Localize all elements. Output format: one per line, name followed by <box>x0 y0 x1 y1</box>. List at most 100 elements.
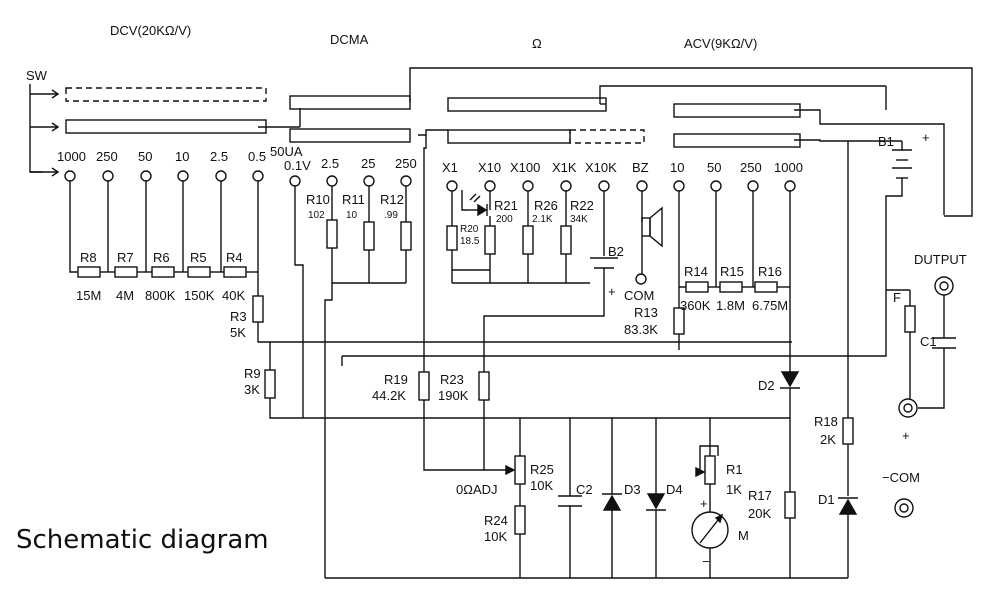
dcma-bar <box>289 128 411 143</box>
r10-name: R10 <box>306 192 330 207</box>
r7-name: R7 <box>117 250 134 265</box>
dcma-extra-label: 50UA <box>270 144 303 159</box>
d3-label: D3 <box>624 482 641 497</box>
r26-value: 2.1K <box>532 214 553 225</box>
d1-label: D1 <box>818 492 835 507</box>
ohm-bar-dashed <box>569 129 645 144</box>
r5-value: 150K <box>184 288 215 303</box>
r14-value: 360K <box>680 298 711 313</box>
b1-label: B1 <box>878 134 894 149</box>
r7-value: 4M <box>116 288 134 303</box>
section-dcma: DCMA <box>330 32 369 47</box>
meter-plus: + <box>700 496 708 511</box>
dcv-bar-dashed <box>65 87 267 102</box>
r24-name: R24 <box>484 513 508 528</box>
d2-label: D2 <box>758 378 775 393</box>
r3-value: 5K <box>230 325 246 340</box>
acv-tap-250: 250 <box>740 160 762 175</box>
section-dcv: DCV(20KΩ/V) <box>110 23 191 38</box>
r10-value: 102 <box>308 210 325 221</box>
r26-name: R26 <box>534 198 558 213</box>
dcv-tap-1000: 1000 <box>57 149 86 164</box>
ohm-tap-x10: X10 <box>478 160 501 175</box>
r24-value: 10K <box>484 529 507 544</box>
r5-name: R5 <box>190 250 207 265</box>
r14-name: R14 <box>684 264 708 279</box>
r25-value: 10K <box>530 478 553 493</box>
ohm-tap-x10k: X10K <box>585 160 617 175</box>
ohm-tap-x1k: X1K <box>552 160 577 175</box>
r21-name: R21 <box>494 198 518 213</box>
r4-name: R4 <box>226 250 243 265</box>
ohm-tap-x100: X100 <box>510 160 540 175</box>
r21-value: 200 <box>496 214 513 225</box>
dcv-bar <box>65 119 267 134</box>
output-plus: + <box>902 428 910 443</box>
r12-name: R12 <box>380 192 404 207</box>
switch-label: SW <box>26 68 48 83</box>
dcma-bar-top <box>289 95 411 110</box>
acv-tap-50: 50 <box>707 160 721 175</box>
r17-name: R17 <box>748 488 772 503</box>
dcv-tap-10: 10 <box>175 149 189 164</box>
dcv-tap-0-5: 0.5 <box>248 149 266 164</box>
r23-value: 190K <box>438 388 469 403</box>
d4-label: D4 <box>666 482 683 497</box>
meter-label: M <box>738 528 749 543</box>
r9-value: 3K <box>244 382 260 397</box>
r15-value: 1.8M <box>716 298 745 313</box>
dcma-tap-25: 25 <box>361 156 375 171</box>
switch-arrows <box>29 84 60 177</box>
r15-name: R15 <box>720 264 744 279</box>
dcv-tap-50: 50 <box>138 149 152 164</box>
dcv-tap-250: 250 <box>96 149 118 164</box>
r4-value: 40K <box>222 288 245 303</box>
r18-value: 2K <box>820 432 836 447</box>
wire-sw-top <box>409 67 973 217</box>
r13-value: 83.3K <box>624 322 658 337</box>
r11-value: 10 <box>346 210 358 221</box>
r8-value: 15M <box>76 288 101 303</box>
acv-tap-1000: 1000 <box>774 160 803 175</box>
dcv-tap-2-5: 2.5 <box>210 149 228 164</box>
r23-name: R23 <box>440 372 464 387</box>
zero-adj-label: 0ΩADJ <box>456 482 498 497</box>
r1-name: R1 <box>726 462 743 477</box>
r8-name: R8 <box>80 250 97 265</box>
r13-name: R13 <box>634 305 658 320</box>
b2-plus: + <box>608 284 616 299</box>
r19-name: R19 <box>384 372 408 387</box>
r1-value: 1K <box>726 482 742 497</box>
com-label: COM <box>624 288 654 303</box>
r16-value: 6.75M <box>752 298 788 313</box>
switch-bars <box>65 87 801 148</box>
c1-label: C1 <box>920 334 937 349</box>
r6-value: 800K <box>145 288 176 303</box>
acv-bar-top <box>673 103 801 118</box>
r6-name: R6 <box>153 250 170 265</box>
r16-name: R16 <box>758 264 782 279</box>
section-ohm: Ω <box>532 36 542 51</box>
acv-tap-10: 10 <box>670 160 684 175</box>
r22-name: R22 <box>570 198 594 213</box>
b2-label: B2 <box>608 244 624 259</box>
dcma-tap-250: 250 <box>395 156 417 171</box>
bz-label: BZ <box>632 160 649 175</box>
ohm-tap-x1: X1 <box>442 160 458 175</box>
dcma-tap-2-5: 2.5 <box>321 156 339 171</box>
r18-name: R18 <box>814 414 838 429</box>
c2-label: C2 <box>576 482 593 497</box>
r3-body <box>252 295 264 323</box>
fuse-label: F <box>893 290 901 305</box>
r25-name: R25 <box>530 462 554 477</box>
ohm-bar <box>447 129 571 144</box>
minus-com-label: −COM <box>882 470 920 485</box>
meter-minus: − <box>702 554 710 569</box>
b1-plus: + <box>922 130 930 145</box>
r3-name: R3 <box>230 309 247 324</box>
diagram-title: Schematic diagram <box>16 525 269 555</box>
ohm-bar-top <box>447 97 607 112</box>
r11-name: R11 <box>342 192 365 207</box>
r17-value: 20K <box>748 506 771 521</box>
